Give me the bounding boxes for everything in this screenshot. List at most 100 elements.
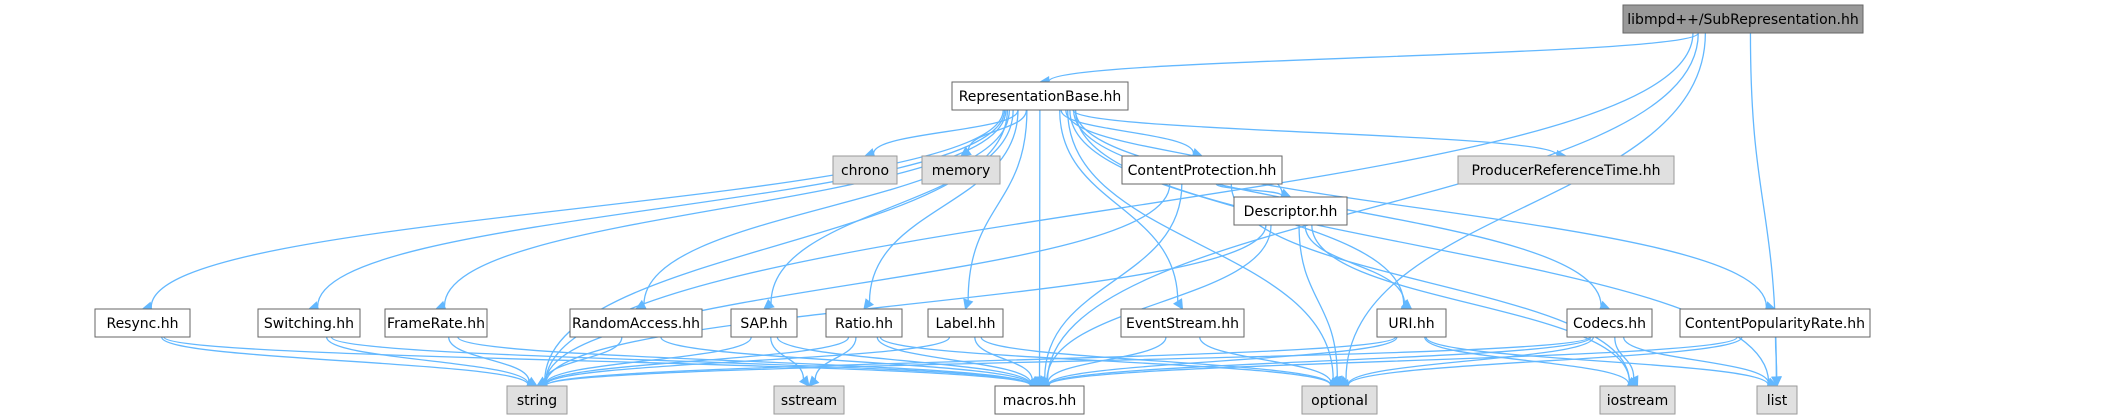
node-resync[interactable]: Resync.hh xyxy=(94,308,191,338)
edge-cpr-to-list xyxy=(1774,336,1778,378)
edge-desc-to-iostream xyxy=(1311,224,1631,383)
edge-codecs-to-optional xyxy=(1347,336,1594,385)
node-box-codecs[interactable] xyxy=(1566,308,1653,338)
edge-switch-to-macros xyxy=(330,336,1032,386)
node-desc[interactable]: Descriptor.hh xyxy=(1233,196,1348,226)
edge-desc-to-uri xyxy=(1304,224,1406,304)
edge-cp-to-macros xyxy=(1044,183,1183,379)
edge-rb-to-resync xyxy=(150,109,1004,307)
node-box-cpr[interactable] xyxy=(1679,308,1871,338)
edge-uri-to-list xyxy=(1425,336,1769,386)
node-cpr[interactable]: ContentPopularityRate.hh xyxy=(1679,308,1871,338)
edge-ra-to-string xyxy=(544,336,623,382)
edge-codecs-to-macros xyxy=(1047,336,1592,386)
node-box-label[interactable] xyxy=(927,308,1004,338)
node-label-rb: RepresentationBase.hh xyxy=(959,89,1122,105)
arrowhead-rb-to-ratio xyxy=(863,298,875,310)
node-label-ra: RandomAccess.hh xyxy=(572,316,700,332)
edge-sap-to-macros xyxy=(776,336,1032,385)
edge-uri-to-macros xyxy=(1047,336,1398,386)
node-label-ratio: Ratio.hh xyxy=(835,316,893,332)
edge-rb-to-label xyxy=(967,109,1028,301)
node-box-root[interactable] xyxy=(1622,4,1864,34)
node-box-es[interactable] xyxy=(1120,308,1245,338)
node-box-ratio[interactable] xyxy=(825,308,903,338)
edge-rb-to-ra xyxy=(643,109,1010,305)
node-box-prt xyxy=(1457,155,1675,185)
edge-ra-to-macros xyxy=(660,336,1032,386)
node-root[interactable]: libmpd++/SubRepresentation.hh xyxy=(1622,4,1864,34)
node-box-iostream xyxy=(1599,385,1676,415)
edge-root-to-optional xyxy=(1345,32,1707,380)
node-sap[interactable]: SAP.hh xyxy=(730,308,798,338)
edge-ratio-to-sstream xyxy=(814,336,857,380)
node-codecs[interactable]: Codecs.hh xyxy=(1566,308,1653,338)
edge-rb-to-list xyxy=(1074,109,1770,383)
arrowhead-desc-to-uri xyxy=(1400,298,1413,310)
node-box-switch[interactable] xyxy=(257,308,361,338)
node-sstream: sstream xyxy=(773,385,845,415)
node-box-resync[interactable] xyxy=(94,308,191,338)
node-label-memory: memory xyxy=(932,163,991,179)
edge-rb-to-switch xyxy=(317,109,1006,307)
arrowhead-cpr-to-list xyxy=(1771,376,1783,388)
nodes-layer: libmpd++/SubRepresentation.hhRepresentat… xyxy=(94,4,1871,415)
node-box-ra[interactable] xyxy=(569,308,703,338)
edge-rb-to-ratio xyxy=(868,109,1019,302)
edge-rb-to-optional xyxy=(1067,109,1334,380)
node-macros[interactable]: macros.hh xyxy=(994,385,1085,415)
node-label-iostream: iostream xyxy=(1607,393,1669,409)
edge-cp-to-desc xyxy=(1215,183,1283,197)
node-label-prt: ProducerReferenceTime.hh xyxy=(1472,163,1661,179)
node-es[interactable]: EventStream.hh xyxy=(1120,308,1245,338)
node-label-list: list xyxy=(1767,393,1788,409)
edge-rb-to-es xyxy=(1059,109,1179,302)
node-box-optional xyxy=(1301,385,1378,415)
edge-cp-to-string xyxy=(544,183,1171,384)
edge-ratio-to-string xyxy=(545,336,850,385)
edge-root-to-rb xyxy=(1048,32,1699,82)
node-label-es: EventStream.hh xyxy=(1126,316,1239,332)
node-box-cp[interactable] xyxy=(1121,155,1283,185)
node-uri[interactable]: URI.hh xyxy=(1376,308,1447,338)
arrowhead-rb-to-es xyxy=(1172,298,1184,310)
node-label-sap: SAP.hh xyxy=(740,316,787,332)
node-label-switch: Switching.hh xyxy=(264,316,354,332)
node-box-chrono xyxy=(832,155,898,185)
node-cp[interactable]: ContentProtection.hh xyxy=(1121,155,1283,185)
edge-switch-to-string xyxy=(325,336,529,385)
node-iostream: iostream xyxy=(1599,385,1676,415)
node-ratio[interactable]: Ratio.hh xyxy=(825,308,903,338)
node-box-macros[interactable] xyxy=(994,385,1085,415)
edge-label-to-string xyxy=(545,336,951,386)
node-box-sstream xyxy=(773,385,845,415)
node-label-sstream: sstream xyxy=(781,393,837,409)
node-switch[interactable]: Switching.hh xyxy=(257,308,361,338)
node-label-label: Label.hh xyxy=(936,316,996,332)
edge-label-to-macros xyxy=(974,336,1033,381)
node-box-string xyxy=(506,385,568,415)
node-ra[interactable]: RandomAccess.hh xyxy=(569,308,703,338)
edge-codecs-to-iostream xyxy=(1614,336,1635,378)
arrowhead-rb-to-label xyxy=(963,298,974,311)
edge-fr-to-string xyxy=(448,336,530,382)
node-label-optional: optional xyxy=(1311,393,1368,409)
node-prt: ProducerReferenceTime.hh xyxy=(1457,155,1675,185)
node-box-sap[interactable] xyxy=(730,308,798,338)
node-rb[interactable]: RepresentationBase.hh xyxy=(951,81,1129,111)
edge-ratio-to-macros xyxy=(876,336,1032,384)
node-box-fr[interactable] xyxy=(384,308,488,338)
edge-rb-to-prt xyxy=(1072,109,1558,156)
node-label[interactable]: Label.hh xyxy=(927,308,1004,338)
arrowhead-codecs-to-iostream xyxy=(1628,375,1639,388)
edge-cpr-to-optional xyxy=(1347,336,1743,386)
node-box-rb[interactable] xyxy=(951,81,1129,111)
node-memory: memory xyxy=(921,155,1001,185)
node-fr[interactable]: FrameRate.hh xyxy=(384,308,488,338)
node-label-resync: Resync.hh xyxy=(106,316,178,332)
node-box-list xyxy=(1756,385,1798,415)
node-label-uri: URI.hh xyxy=(1388,316,1434,332)
node-box-desc[interactable] xyxy=(1233,196,1348,226)
node-label-chrono: chrono xyxy=(841,163,889,179)
node-box-uri[interactable] xyxy=(1376,308,1447,338)
